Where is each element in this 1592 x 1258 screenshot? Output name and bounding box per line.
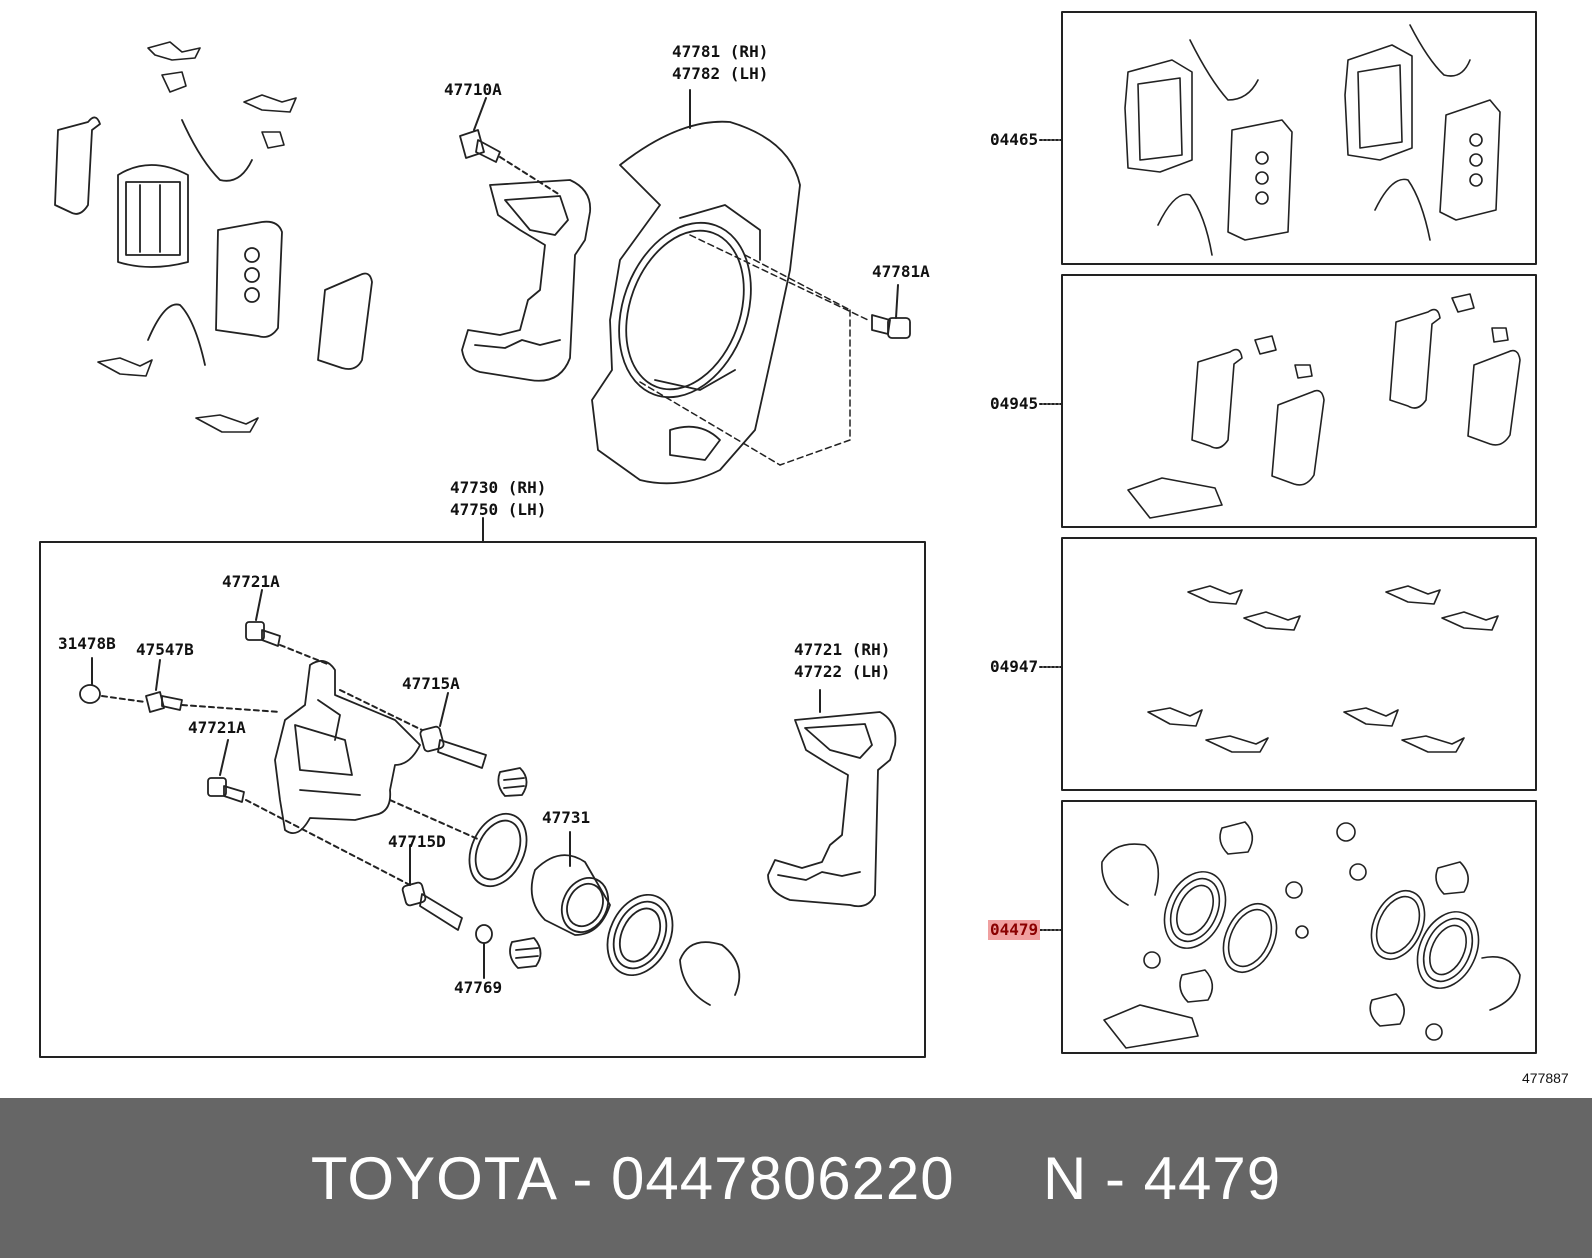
label-47781A: 47781A [872,262,930,281]
diagram-reference-number: 477887 [1522,1070,1569,1086]
dust-boot-piston [606,893,674,977]
label-47750: 47750 (LH) [450,500,547,519]
label-47731: 47731 [542,808,591,827]
piston-47731 [530,854,611,936]
kit-label-04479-highlighted[interactable]: 04479 [988,920,1041,940]
pin-boot-bottom [509,937,542,969]
slide-pin-47715A [419,725,487,769]
label-47715A: 47715A [402,674,460,693]
label-47547B: 47547B [136,640,194,659]
bolt-47721A-top [245,621,281,647]
bleeder-screw-47547B [145,691,183,713]
label-47710A: 47710A [444,80,502,99]
set-ring [679,941,741,1006]
caliper-bracket-top [461,179,592,382]
label-47721: 47721 (RH) [794,640,891,659]
caliper-bracket-47721 [767,711,897,908]
kit-label-04947[interactable]: 04947 [990,657,1039,676]
dust-shield [591,120,801,485]
kit-frame-04945 [1061,274,1537,528]
slide-pin-47715D [401,881,463,931]
bleeder-plug-31478B [79,684,101,704]
kit-label-04945[interactable]: 04945 [990,394,1039,413]
kit-frame-04479 [1061,800,1537,1054]
brake-pad-set-left [54,116,373,370]
kit-frame-04465 [1061,11,1537,265]
kit-04945-contents [1127,293,1521,519]
kit-label-04465[interactable]: 04465 [990,130,1039,149]
label-47722: 47722 (LH) [794,662,891,681]
anti-squeal-clips-left [97,41,297,433]
piston-seal [468,812,528,888]
label-47721A-mid: 47721A [188,718,246,737]
label-47715D: 47715D [388,832,446,851]
label-47782: 47782 (LH) [672,64,769,83]
footer-part-title: TOYOTA - 0447806220 N - 4479 [310,1144,1282,1212]
kit-04465-contents [1124,24,1501,256]
label-47769: 47769 [454,978,503,997]
kit-04947-contents [1147,585,1499,753]
label-47721A-top: 47721A [222,572,280,591]
bolt-47710A [459,129,501,163]
parts-diagram: 47781 (RH) 47782 (LH) 47710A 47781A 4773… [39,11,1569,1086]
kit-04479-contents [1101,821,1521,1049]
bushing-47769 [475,924,493,944]
caliper-cylinder-body [274,660,421,834]
label-47730: 47730 (RH) [450,478,547,497]
label-31478B: 31478B [58,634,116,653]
bolt-47721A-mid [207,777,245,803]
footer-bar: TOYOTA - 0447806220 N - 4479 [0,1098,1592,1258]
label-47781: 47781 (RH) [672,42,769,61]
pin-boot-top [497,767,528,797]
bolt-47781A [871,314,911,339]
kit-frame-04947 [1061,537,1537,791]
